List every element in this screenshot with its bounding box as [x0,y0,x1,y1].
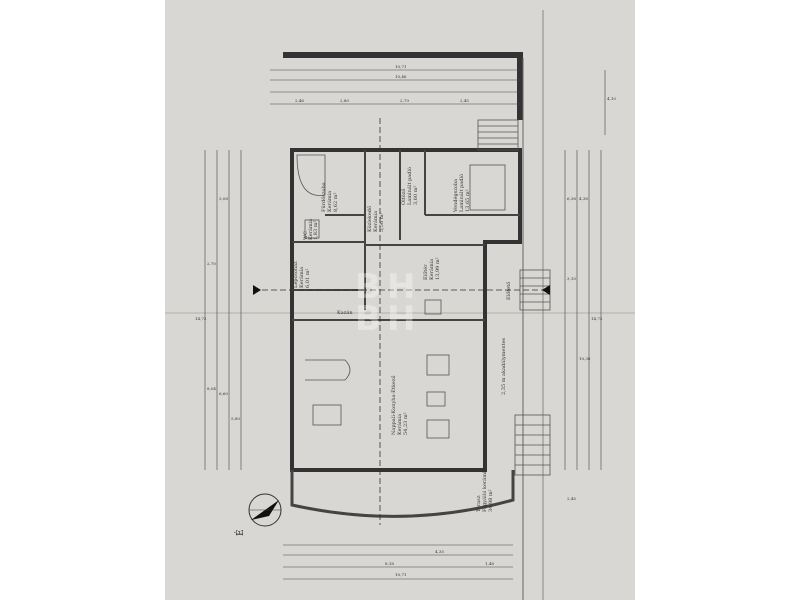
svg-text:Öltöző: Öltöző [400,189,407,205]
furniture [296,154,506,439]
room-stairs: Lépcsőház Kerámia 6,01 m² [292,261,311,288]
svg-text:54,23 m²: 54,23 m² [403,412,409,435]
terrace-outline [290,470,515,518]
left-dim-5: 3,08 [219,196,228,201]
svg-text:Kerámia: Kerámia [372,211,379,232]
svg-text:Kerámia: Kerámia [396,414,403,435]
room-hall: Közlekedő Kerámia 5,56 m² [366,206,385,232]
svg-text:Előtető: Előtető [505,282,512,300]
svg-text:B: B [355,267,381,307]
svg-text:1,83 m²: 1,83 m² [313,221,319,240]
svg-text:5,56 m²: 5,56 m² [379,213,385,232]
top-dim-1: 10,71 [395,64,406,69]
svg-text:3,60 m²: 3,60 m² [413,186,419,205]
svg-text:13,65 m²: 13,65 m² [465,189,471,212]
svg-text:13,99 m²: 13,99 m² [435,257,441,280]
room-terrace: Terasz Fagyálló kerámia 34,98 m² [476,468,494,512]
svg-text:Terasz: Terasz [476,495,482,512]
svg-text:Kerámia: Kerámia [428,259,435,280]
note-accessibility: 2,35 m akadálymentes [500,337,507,395]
bottom-dim-4: 1,48 [485,561,494,566]
bottom-dimension-lines [283,544,513,580]
svg-text:Lépcsőház: Lépcsőház [292,261,299,288]
left-dim-1: 14,72 [195,316,207,321]
room-dressing: Öltöző Laminált padló 3,60 m² [400,167,419,205]
svg-text:Nappali-Konyha-Étkező: Nappali-Konyha-Étkező [389,376,397,435]
note-canopy: Előtető [505,282,512,300]
right-dim-2: 10,38 [579,356,591,361]
room-bedroom: Vendégszoba Laminált padló 13,65 m² [452,174,471,213]
svg-text:8,62 m²: 8,62 m² [333,193,339,212]
svg-text:Közlekedő: Közlekedő [366,206,373,232]
room-entry: Előtér Kerámia 13,99 m² [422,257,441,280]
svg-text:H: H [387,267,415,307]
boundary-wall-top [283,52,521,58]
far-right-dim: 4,10 [607,96,616,101]
right-dim-5: 3,10 [567,276,576,281]
right-dim-1: 14,72 [591,316,603,321]
svg-text:B: B [355,299,381,339]
svg-text:WC: WC [303,231,309,240]
svg-text:Előtér: Előtér [422,264,429,280]
watermark-logo: B H B H [355,267,415,339]
top-dimension-lines [270,69,520,105]
svg-text:Kerámia: Kerámia [298,267,305,288]
top-dim-6: 2,45 [460,98,469,103]
right-dimension-lines [564,70,606,470]
svg-text:Laminált padló: Laminált padló [458,174,465,212]
left-dim-2: 8,04 [207,386,216,391]
top-dim-2: 10,46 [395,74,407,79]
right-dim-3: 6,38 [567,196,576,201]
top-dim-4: 2,80 [340,98,349,103]
svg-text:Vendégszoba: Vendégszoba [452,179,459,213]
room-bath: Fürdőszoba Kerámia 8,62 m² [320,182,339,212]
bottom-dim-1: 10,71 [395,572,406,577]
svg-text:Kerámia: Kerámia [326,191,333,212]
svg-text:Fagyálló kerámia: Fagyálló kerámia [481,468,488,512]
left-dim-6: 2,70 [207,261,216,266]
interior-walls [292,150,520,321]
top-dim-3: 2,46 [295,98,304,103]
svg-text:34,98 m²: 34,98 m² [488,489,494,512]
room-boiler: Kazán [337,309,353,316]
room-living: Nappali-Konyha-Étkező Kerámia 54,23 m² [389,376,409,435]
svg-text:Kerámia: Kerámia [307,219,314,240]
svg-text:Laminált padló: Laminált padló [406,167,413,205]
room-wc: WC Kerámia 1,83 m² [303,219,319,240]
bottom-dim-2: 8,18 [385,561,394,566]
compass-label: É [234,529,246,536]
boundary-wall-right [517,52,523,120]
top-dim-5: 2,79 [400,98,409,103]
bottom-dim-3: 4,35 [435,549,444,554]
left-dimension-lines [204,150,242,470]
north-arrow-icon: É [234,493,282,536]
left-dim-4: 5,80 [231,416,240,421]
left-dim-3: 6,60 [219,391,228,396]
blueprint-sheet: 10,71 10,46 2,46 2,80 2,79 2,45 14,72 8,… [165,0,635,600]
svg-text:H: H [387,299,415,339]
right-dim-4: 4,38 [579,196,588,201]
svg-text:2,35 m akadálymentes: 2,35 m akadálymentes [500,337,507,395]
svg-text:Fürdőszoba: Fürdőszoba [320,182,327,212]
right-dim-6: 2,45 [567,496,576,501]
paper-fold [165,312,635,314]
floor-plan: 10,71 10,46 2,46 2,80 2,79 2,45 14,72 8,… [195,10,616,600]
svg-text:6,01 m²: 6,01 m² [305,269,311,288]
stairs-right [477,119,551,476]
svg-text:Kazán: Kazán [337,309,353,316]
